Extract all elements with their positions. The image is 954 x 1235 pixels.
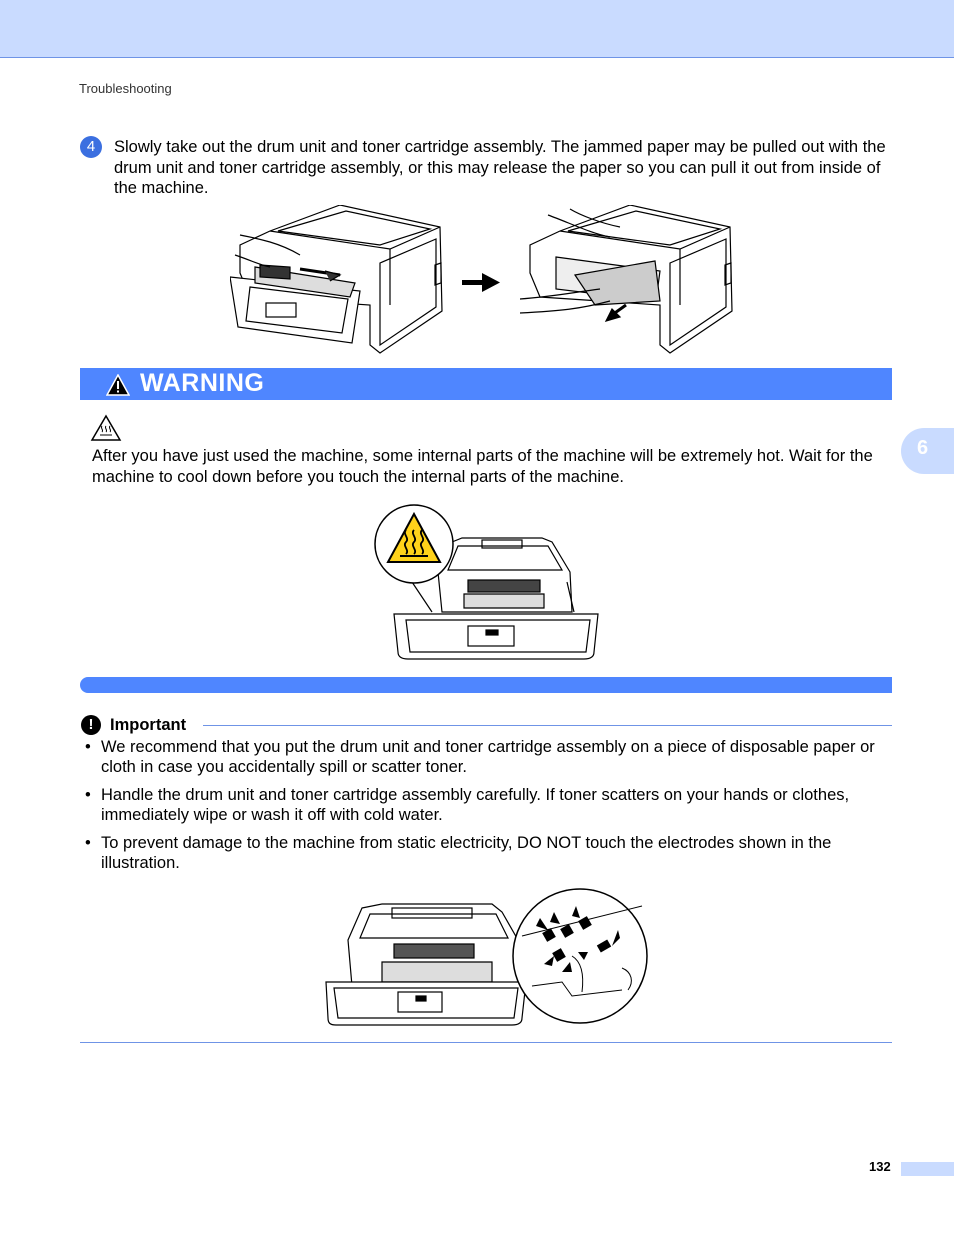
important-title: Important bbox=[110, 716, 187, 734]
step-text: Slowly take out the drum unit and toner … bbox=[114, 138, 886, 197]
chapter-number: 6 bbox=[917, 437, 929, 459]
list-item: •Handle the drum unit and toner cartridg… bbox=[85, 786, 850, 824]
breadcrumb: Troubleshooting bbox=[79, 81, 172, 96]
chapter-tab bbox=[901, 428, 954, 474]
electrodes-illustration bbox=[325, 888, 648, 1026]
important-list: •We recommend that you put the drum unit… bbox=[80, 737, 892, 881]
warning-title: WARNING bbox=[140, 369, 265, 397]
list-item: •To prevent damage to the machine from s… bbox=[85, 834, 832, 872]
hot-parts-illustration bbox=[374, 504, 599, 660]
warning-banner-end bbox=[80, 677, 892, 693]
warning-text: After you have just used the machine, so… bbox=[92, 447, 873, 486]
hot-surface-icon bbox=[90, 414, 122, 441]
warning-banner bbox=[80, 368, 892, 400]
page-number-tab bbox=[901, 1162, 954, 1176]
section-end-rule bbox=[80, 1042, 892, 1043]
list-item-text: Handle the drum unit and toner cartridge… bbox=[101, 786, 850, 824]
list-item-text: We recommend that you put the drum unit … bbox=[101, 738, 875, 776]
list-item: •We recommend that you put the drum unit… bbox=[85, 738, 875, 776]
list-item-text: To prevent damage to the machine from st… bbox=[101, 834, 832, 872]
important-rule bbox=[203, 725, 892, 726]
arrow-right-icon bbox=[462, 273, 500, 292]
drum-removal-illustration bbox=[230, 205, 733, 354]
important-exclamation-icon: ! bbox=[81, 715, 101, 735]
step-number-icon: 4 bbox=[80, 136, 102, 158]
warning-triangle-icon bbox=[106, 374, 130, 396]
printer-right-drawing bbox=[519, 205, 733, 354]
printer-left-drawing bbox=[230, 205, 443, 354]
page-number: 132 bbox=[869, 1159, 891, 1174]
header-band bbox=[0, 0, 954, 58]
